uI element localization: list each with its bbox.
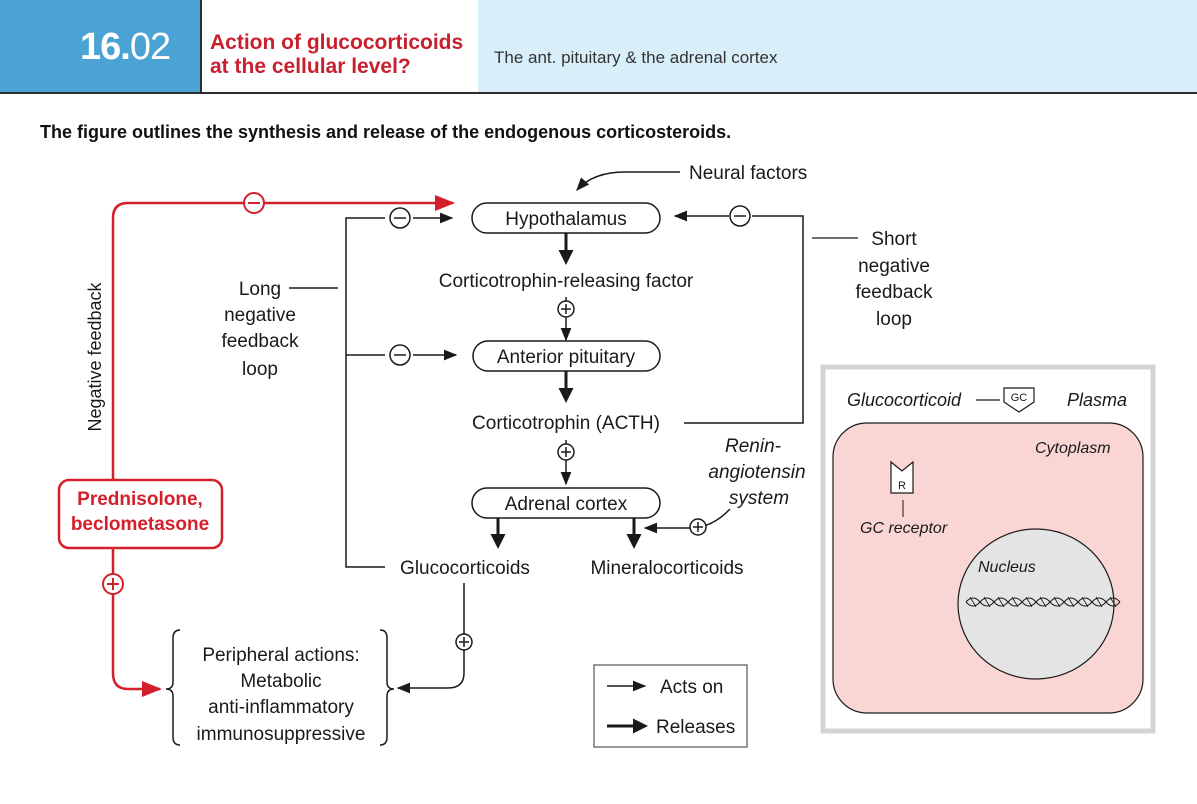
- peripheral-label-1: Peripheral actions:: [202, 645, 359, 666]
- renin-plus-sign: [689, 518, 707, 536]
- nucleus-label: Nucleus: [978, 559, 1036, 576]
- legend-acts-on-label: Acts on: [660, 677, 723, 698]
- gc-molecule-icon: [1003, 387, 1035, 413]
- drug-name-line1: Prednisolone,: [77, 489, 203, 510]
- cytoplasm-label: Cytoplasm: [1035, 440, 1111, 457]
- renin-label-2: angiotensin: [708, 462, 805, 483]
- gluco-plus-sign: [455, 633, 473, 651]
- drug-box: [57, 478, 224, 550]
- long-loop-label-4: loop: [242, 359, 278, 380]
- negative-feedback-label: Negative feedback: [85, 281, 105, 431]
- gc-receptor-label: GC receptor: [860, 520, 948, 537]
- long-loop-minus-pituitary: [389, 344, 411, 366]
- section-title-line2: at the cellular level?: [210, 55, 411, 78]
- adrenal-cortex-box: [471, 487, 661, 519]
- long-loop-label-1: Long: [239, 279, 281, 300]
- gc-molecule-badge: GC: [1011, 392, 1028, 404]
- neural-factors-label: Neural factors: [689, 163, 807, 184]
- gluco-acts-arrow: [396, 583, 465, 694]
- glucocorticoids-label: Glucocorticoids: [400, 558, 530, 579]
- adrenal-cortex-label: Adrenal cortex: [505, 494, 628, 515]
- peripheral-label-3: anti-inflammatory: [208, 697, 354, 718]
- short-feedback-loop-line: [684, 215, 804, 424]
- crf-label: Corticotrophin-releasing factor: [439, 271, 694, 292]
- long-feedback-loop-lines: [289, 212, 458, 568]
- peripheral-label-2: Metabolic: [240, 671, 321, 692]
- drug-feedback-path: [111, 195, 455, 697]
- renin-label-1: Renin-: [725, 436, 781, 457]
- short-loop-minus-sign: [729, 205, 751, 227]
- long-loop-label-2: negative: [224, 305, 296, 326]
- section-number-box: 16.02: [0, 0, 200, 94]
- cell-plasma-label: Plasma: [1067, 390, 1127, 410]
- intro-text: The figure outlines the synthesis and re…: [40, 122, 732, 142]
- long-loop-minus-hypothalamus: [389, 207, 411, 229]
- long-loop-label-3: feedback: [221, 331, 299, 352]
- header-bar: 16.02 Action of glucocorticoids at the c…: [0, 0, 1197, 94]
- short-loop-label-3: feedback: [855, 282, 933, 303]
- section-number: 16.02: [80, 26, 171, 69]
- anterior-pituitary-label: Anterior pituitary: [497, 347, 636, 368]
- drug-minus-sign: [243, 192, 265, 214]
- chapter-subtitle: The ant. pituitary & the adrenal cortex: [494, 48, 778, 67]
- cell-glucocorticoid-label: Glucocorticoid: [847, 390, 962, 410]
- section-number-minor: 02: [129, 26, 171, 68]
- short-loop-label-4: loop: [876, 309, 912, 330]
- peripheral-right-brace: [379, 629, 395, 746]
- short-loop-label-1: Short: [871, 229, 917, 250]
- acth-label: Corticotrophin (ACTH): [472, 413, 660, 434]
- dna-helix-icon: [965, 596, 1121, 608]
- section-number-major: 16.: [80, 26, 131, 68]
- legend-box: [593, 664, 748, 748]
- drug-name-line2: beclometasone: [71, 514, 209, 535]
- peripheral-left-brace: [165, 629, 181, 746]
- short-loop-label-2: negative: [858, 256, 930, 277]
- neural-factors-arrow: [576, 171, 680, 192]
- gc-receptor-badge: R: [898, 480, 906, 492]
- mineralocorticoids-label: Mineralocorticoids: [590, 558, 743, 579]
- peripheral-label-4: immunosuppressive: [197, 724, 366, 745]
- crf-plus-sign: [557, 300, 575, 318]
- section-title-line1: Action of glucocorticoids: [210, 31, 464, 54]
- legend-releases-label: Releases: [656, 717, 735, 738]
- hypothalamus-label: Hypothalamus: [505, 209, 626, 230]
- section-title: Action of glucocorticoids at the cellula…: [210, 31, 475, 79]
- gc-receptor-icon: [890, 460, 914, 494]
- drug-plus-sign: [102, 573, 124, 595]
- acth-plus-sign: [557, 443, 575, 461]
- chapter-subtitle-box: The ant. pituitary & the adrenal cortex: [478, 0, 1197, 94]
- renin-label-3: system: [729, 488, 789, 509]
